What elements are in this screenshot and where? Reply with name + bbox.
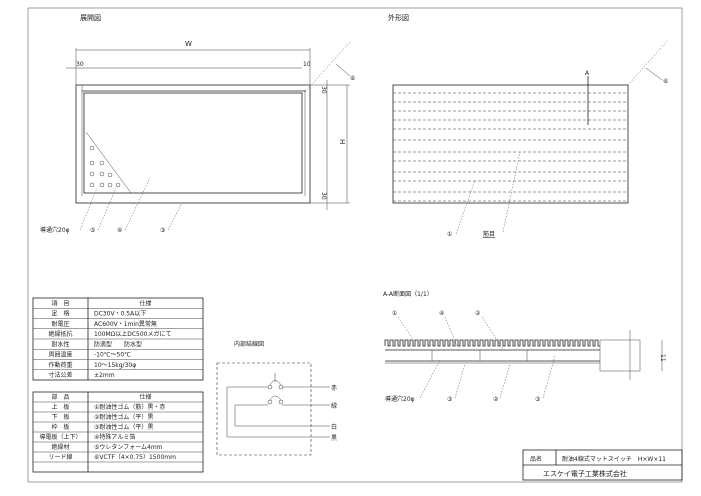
row-spec: ⑥VCTF（4×0.75）1500mm <box>94 454 176 461</box>
leader <box>419 359 441 399</box>
header-spec: 仕様 <box>139 299 151 307</box>
bottom-margin-label: 30 <box>320 192 327 200</box>
row-item: 下 板 <box>51 413 69 421</box>
section-view: A-A断面図（1/1） 11 ① ④ ② 導通穴20φ ③ ② ③ <box>383 290 666 403</box>
sheet-frame <box>27 7 683 483</box>
leader-6 <box>335 63 351 77</box>
label-lead-wire: ⑥ <box>663 78 668 85</box>
ribbed-top-profile <box>384 339 600 347</box>
wire-white: 白 <box>331 423 337 431</box>
outline-title: 外形図 <box>388 13 409 22</box>
header-item: 項 目 <box>51 300 69 307</box>
wiring-diagram: 内部結線図 赤 緑 白 黒 <box>216 340 337 456</box>
left-margin-label: 30 <box>76 61 84 68</box>
switch-contacts <box>267 373 284 405</box>
leader <box>397 316 413 339</box>
section-label-hole: 導通穴20φ <box>385 395 415 403</box>
row-item: 導電板（上下） <box>39 433 81 441</box>
header-item: 部 品 <box>51 393 69 401</box>
outer-sheet <box>75 84 311 204</box>
section-label-3a: ③ <box>447 396 452 403</box>
row-spec: ③耐油性ゴム（平）黒 <box>94 423 153 431</box>
label-lead-wire: ⑥ <box>350 75 355 82</box>
row-item: 寸法公差 <box>48 371 72 379</box>
lead-wire <box>627 39 669 86</box>
row-spec: ②耐油性ゴム（平）黒 <box>94 413 153 421</box>
row-item: リード線 <box>48 453 72 461</box>
row-spec: AC600V・1min異常無 <box>94 320 157 328</box>
lead-wire <box>304 41 351 93</box>
product-name-label: 品名 <box>530 455 542 463</box>
title-block: 品名 耐油4線式マットスイッチ H×W×11 エスケイ電子工業株式会社 <box>522 449 683 481</box>
wiring-title: 内部結線図 <box>234 340 264 348</box>
inner-conductor-area <box>83 92 303 194</box>
conduction-holes <box>89 145 121 188</box>
header-spec: 仕様 <box>139 393 151 401</box>
row-spec: DC30V・0.5A以下 <box>94 311 146 318</box>
company-name: エスケイ電子工業株式会社 <box>543 469 627 478</box>
leader-1 <box>455 179 476 235</box>
label-hole: 導通穴20φ <box>40 226 70 234</box>
development-view: 展開図 W 30 10 H 30 30 ⑥ <box>40 14 355 234</box>
row-spec: 10～15kg/30φ <box>94 362 136 369</box>
row-item: 絶縁材 <box>51 443 69 451</box>
row-item: 作動荷重 <box>48 361 72 369</box>
leader <box>542 355 556 399</box>
right-margin-label: 10 <box>303 61 311 68</box>
label-3: ③ <box>160 227 165 234</box>
row-spec: ①耐油性ゴム（筋）黒・赤 <box>94 403 165 411</box>
leader <box>481 316 506 353</box>
leader <box>499 363 511 399</box>
wire-green: 緑 <box>331 402 337 410</box>
section-label-3b: ③ <box>535 396 540 403</box>
wires <box>226 386 330 438</box>
section-label-1: ① <box>392 310 397 317</box>
wire-black: 黒 <box>331 435 337 442</box>
label-5: ⑤ <box>90 227 95 234</box>
development-title: 展開図 <box>80 14 101 22</box>
row-item: 枠 板 <box>51 423 69 431</box>
section-detail-box <box>599 339 641 372</box>
row-spec: ±2mm <box>94 372 115 379</box>
leader-3 <box>167 202 183 231</box>
row-item: 絶縁抵抗 <box>48 330 72 338</box>
wire-red: 赤 <box>331 385 337 392</box>
parts-table: 部 品 仕様上 板 ①耐油性ゴム（筋）黒・赤下 板 ②耐油性ゴム（平）黒枠 板 ③耐油性… <box>32 391 204 473</box>
row-item: 定 格 <box>51 310 69 318</box>
leader-4 <box>124 177 151 231</box>
section-label-2b: ② <box>493 396 499 403</box>
leader <box>454 363 466 399</box>
product-name: 耐油4線式マットスイッチ H×W×11 <box>562 455 666 463</box>
leader-hole <box>79 187 98 231</box>
label-4: ④ <box>117 227 122 234</box>
section-mark-top: A <box>585 70 590 77</box>
section-title: A-A断面図（1/1） <box>383 290 433 298</box>
cut-diagonal <box>85 131 132 194</box>
row-item: 上 板 <box>51 403 69 411</box>
row-spec: ⑤ウレタンフォーム4mm <box>94 443 163 451</box>
leader-5 <box>97 187 117 231</box>
label-rib: 筋目 <box>483 230 495 238</box>
row-spec: 防滴型 防水型 <box>94 340 142 348</box>
row-item: 耐電圧 <box>51 320 69 328</box>
leader <box>444 316 459 349</box>
outline-view: 外形図 A ⑥ ① 筋目 <box>388 13 668 238</box>
row-item: 周囲温度 <box>48 351 72 359</box>
top-margin-label: 30 <box>320 86 327 94</box>
row-spec: ④特殊アルミ箔 <box>94 433 135 441</box>
height-label: H <box>338 139 346 144</box>
row-spec: 100MΩ以上DC500メガにて <box>94 330 171 338</box>
width-label: W <box>185 40 192 48</box>
row-spec: -10℃～50℃ <box>94 352 131 359</box>
section-label-2: ② <box>475 310 481 317</box>
leader-6 <box>645 67 663 81</box>
label-1: ① <box>447 231 452 238</box>
mat-boundary <box>216 362 312 456</box>
section-label-4: ④ <box>439 310 444 317</box>
row-item: 耐水性 <box>51 340 69 348</box>
mat-outline <box>392 84 629 204</box>
ribs <box>393 92 628 202</box>
total-thickness-label: 11 <box>659 354 666 362</box>
